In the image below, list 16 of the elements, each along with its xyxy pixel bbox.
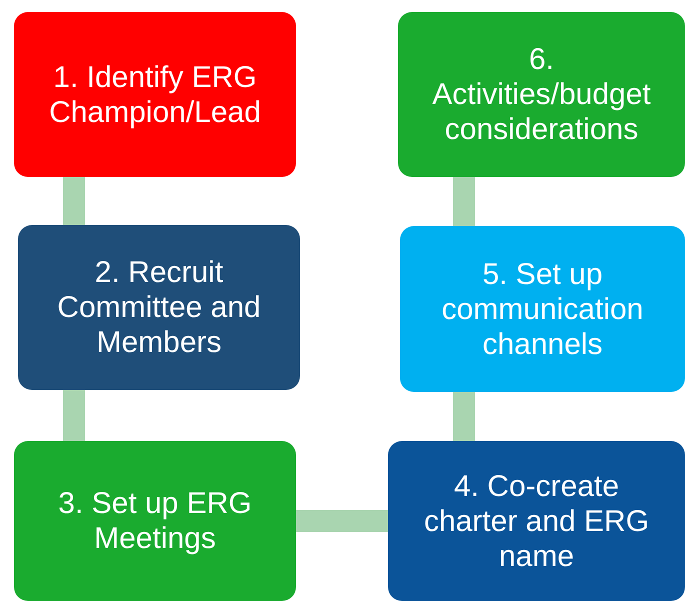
connector-bar	[453, 392, 475, 441]
step-box	[400, 226, 685, 392]
step-box	[398, 12, 685, 177]
step-label: 3. Set up ERG Meetings	[57, 486, 253, 556]
step-box	[14, 12, 296, 177]
step-label: 4. Co-create charter and ERG name	[422, 468, 650, 574]
step-label: 6. Activities/budget considerations	[431, 42, 652, 147]
step-label: 2. Recruit Committee and Members	[56, 255, 262, 360]
step-box	[388, 441, 685, 601]
connector-bar	[296, 510, 388, 532]
connector-bar	[63, 177, 85, 225]
step-box	[14, 441, 296, 601]
connector-bar	[63, 390, 85, 441]
step-label: 5. Set up communication channels	[440, 256, 644, 362]
step-label: 1. Identify ERG Champion/Lead	[48, 60, 262, 130]
step-box	[18, 225, 300, 390]
